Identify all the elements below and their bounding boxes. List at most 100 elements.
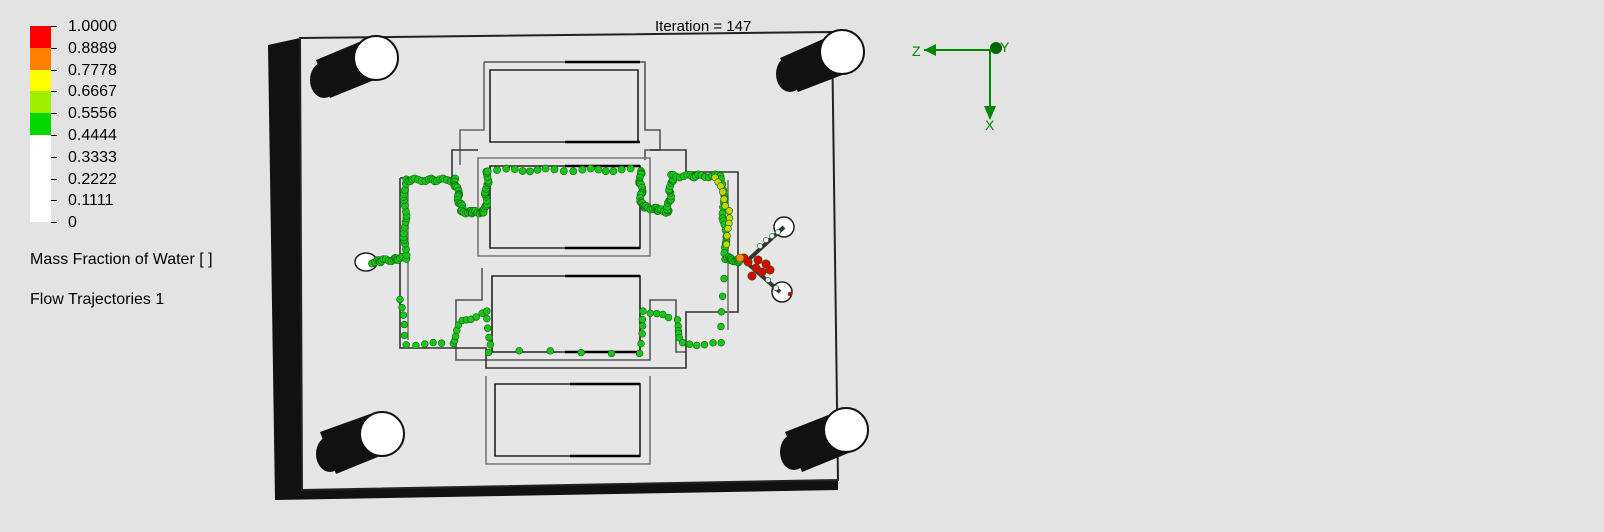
trajectory-particle [637,339,645,348]
trajectory-particle [787,291,793,297]
trajectory-particle [723,232,731,240]
trajectory-particle [400,331,409,340]
trajectory-particle [402,341,410,349]
trajectory-particle [559,167,568,176]
z-axis-arrow [924,44,936,56]
trajectory-particle [421,340,429,348]
trajectory-particle [773,285,779,291]
iteration-label: Iteration = 147 [655,18,752,35]
trajectory-particle [493,166,501,174]
trajectory-particle [678,338,687,347]
guide-pin-top-right [776,29,865,92]
trajectory-particle [747,271,757,281]
trajectory-particle [483,324,492,332]
trajectory-particle [724,224,732,233]
legend-title: Mass Fraction of Water [ ] [30,251,213,268]
legend-swatch [30,200,51,223]
legend-subtitle: Flow Trajectories 1 [30,291,165,308]
trajectory-particle [761,259,771,269]
legend-tick-mark [51,156,57,158]
trajectory-particle [594,165,603,174]
trajectory-particle [412,341,420,350]
trajectory-particle [725,207,733,215]
trajectory-particle [673,316,682,324]
trajectory-particle [437,339,446,347]
legend-tick-label: 0.2222 [68,170,117,188]
legend-swatch [30,69,51,92]
legend-color-bar [30,26,51,223]
legend-tick-mark [51,200,57,202]
guide-pin-top-left [310,35,399,98]
z-axis-label: Z [912,43,921,59]
legend-swatch [30,134,51,157]
trajectory-particle [700,340,709,349]
trajectory-particle [638,330,646,338]
orientation-axes: Z X Y [912,39,1010,133]
trajectory-particle [721,202,729,210]
trajectory-particle [769,233,775,239]
trajectory-particle [483,307,491,315]
trajectory-particle [765,277,771,283]
trajectory-particle [717,339,725,347]
legend-tick-mark [51,69,57,71]
trajectory-particle [577,348,585,357]
trajectory-particle [578,165,587,174]
trajectory-particle [483,314,491,323]
x-axis-arrow [984,106,996,120]
legend-tick-mark [51,178,57,180]
trajectory-particle [609,167,618,176]
plate-bottom-edge [275,480,838,500]
trajectory-particle [753,255,763,265]
legend-swatch [30,156,51,179]
legend-tick-label: 0 [68,214,77,232]
trajectory-particle [722,240,731,249]
trajectory-particle [485,333,493,342]
trajectory-particle [638,315,647,324]
trajectory-particle [720,274,728,283]
trajectory-particle [486,340,495,349]
legend-tick-mark [51,91,57,93]
trajectory-particle [515,347,523,355]
trajectory-particle [483,167,492,176]
guide-pin-bottom-right [780,407,869,472]
trajectory-particle [601,167,610,176]
trajectory-particle [717,308,726,316]
trajectory-particle [639,307,647,315]
trajectory-particle [399,311,408,319]
trajectory-particle [646,309,654,317]
legend-tick-mark [51,47,57,49]
trajectory-particle [735,253,745,263]
plate-side [268,38,302,500]
trajectory-particle [451,332,460,341]
trajectory-particle [709,339,717,347]
legend-tick-label: 0.8889 [68,39,117,57]
trajectory-particle [533,165,542,174]
legend-tick-label: 0.1111 [68,192,114,210]
trajectory-particle [502,164,511,173]
trajectory-particle [617,165,626,174]
trajectory-particle [757,267,767,277]
trajectory-particle [472,313,480,321]
trajectory-particle [429,338,437,347]
flow-trajectory-particles [368,164,793,358]
cavity-outlines [399,60,739,465]
legend-tick-mark [51,135,57,136]
trajectory-particle [685,340,694,348]
trajectory-particle [526,167,534,176]
trajectory-particle [550,165,559,174]
trajectory-particle [775,229,781,235]
legend-swatch [30,113,51,135]
trajectory-particle [396,295,404,304]
legend-tick-label: 1.0000 [68,18,117,35]
legend-swatch [30,91,51,114]
trajectory-particle [635,349,644,358]
trajectory-particle [541,164,550,173]
legend-swatch [30,47,51,70]
trajectory-particle [659,310,667,319]
y-axis-label: Y [1000,39,1010,55]
x-axis-label: X [985,117,995,133]
legend-tick-mark [51,113,57,115]
trajectory-particle [719,188,727,196]
trajectory-particle [763,237,769,243]
